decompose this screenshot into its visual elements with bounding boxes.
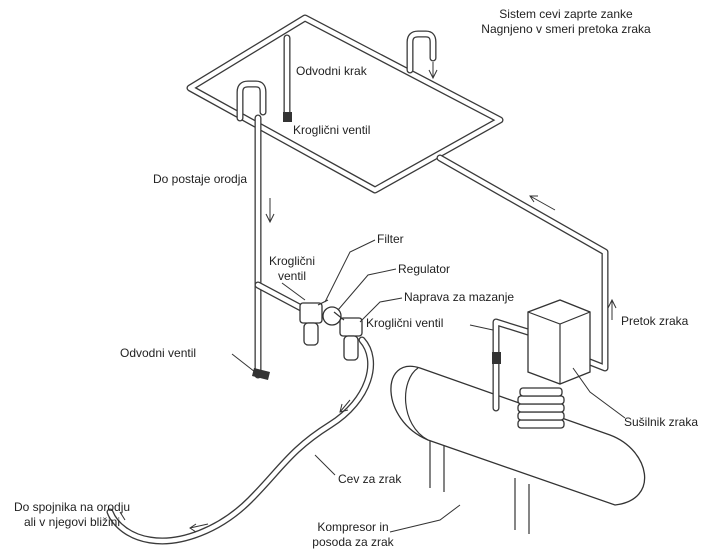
filter-bowl (303, 322, 319, 346)
label-air-flow: Pretok zraka (621, 314, 689, 328)
drain-valve-icon (252, 368, 270, 380)
drop-to-tool-station (252, 114, 309, 380)
arrow-left-up-icon (529, 195, 556, 211)
lubricator-body (339, 317, 363, 337)
label-ball-valve-mid-line1: Kroglični (268, 254, 316, 268)
gooseneck-drop-left (236, 80, 267, 122)
label-to-tool-station: Do postaje orodja (153, 172, 248, 186)
label-ball-valve-top: Kroglični ventil (293, 123, 371, 137)
drain-leg-valve-icon (283, 112, 292, 122)
arrow-down-icon (428, 62, 438, 80)
lubricator-bowl (343, 335, 359, 361)
regulator-body (322, 306, 342, 326)
label-to-coupler-line2: ali v njegovi bližini (23, 515, 121, 529)
label-compressor-line1: Kompresor in (317, 520, 389, 534)
arrow-down-left-icon (339, 399, 351, 413)
arrow-down-icon (265, 198, 275, 224)
arrow-up-icon (607, 298, 617, 320)
ball-valve-right-icon (492, 352, 501, 364)
air-dryer (527, 299, 591, 385)
flow-arrows (189, 62, 617, 533)
label-filter: Filter (377, 232, 404, 246)
compressor-outlet-pipe (492, 318, 532, 412)
closed-loop-pipe (186, 14, 504, 194)
compressor-tank (390, 365, 646, 534)
label-drain-valve: Odvodni ventil (120, 346, 197, 360)
label-to-coupler-line1: Do spojnika na orodju (13, 500, 131, 514)
compressor-fins (517, 387, 565, 429)
frl-unit (299, 299, 363, 361)
label-drain-leg: Odvodni krak (296, 64, 367, 78)
air-hose (106, 336, 374, 545)
drain-leg-pipe (283, 34, 292, 122)
label-closed-loop-line2: Nagnjeno v smeri pretoka zraka (481, 22, 651, 36)
label-closed-loop-line1: Sistem cevi zaprte zanke (499, 7, 633, 21)
label-closed-loop: Sistem cevi zaprte zanke Nagnjeno v smer… (451, 7, 681, 37)
gooseneck-drop-top-right (406, 30, 437, 74)
label-lubricator: Naprava za mazanje (404, 290, 515, 304)
label-ball-valve-mid: Kroglični ventil (262, 254, 322, 284)
label-to-coupler: Do spojnika na orodju ali v njegovi bliž… (2, 500, 142, 530)
label-ball-valve-right: Kroglični ventil (366, 316, 444, 330)
label-air-dryer: Sušilnik zraka (624, 415, 699, 429)
label-compressor-line2: posoda za zrak (312, 535, 394, 549)
label-compressor: Kompresor in posoda za zrak (308, 520, 398, 550)
label-ball-valve-mid-line2: ventil (277, 269, 306, 283)
filter-body (299, 302, 323, 324)
label-regulator: Regulator (398, 262, 451, 276)
label-air-hose: Cev za zrak (338, 472, 402, 486)
leader-lines (119, 239, 626, 533)
arrow-left-icon (189, 523, 209, 533)
